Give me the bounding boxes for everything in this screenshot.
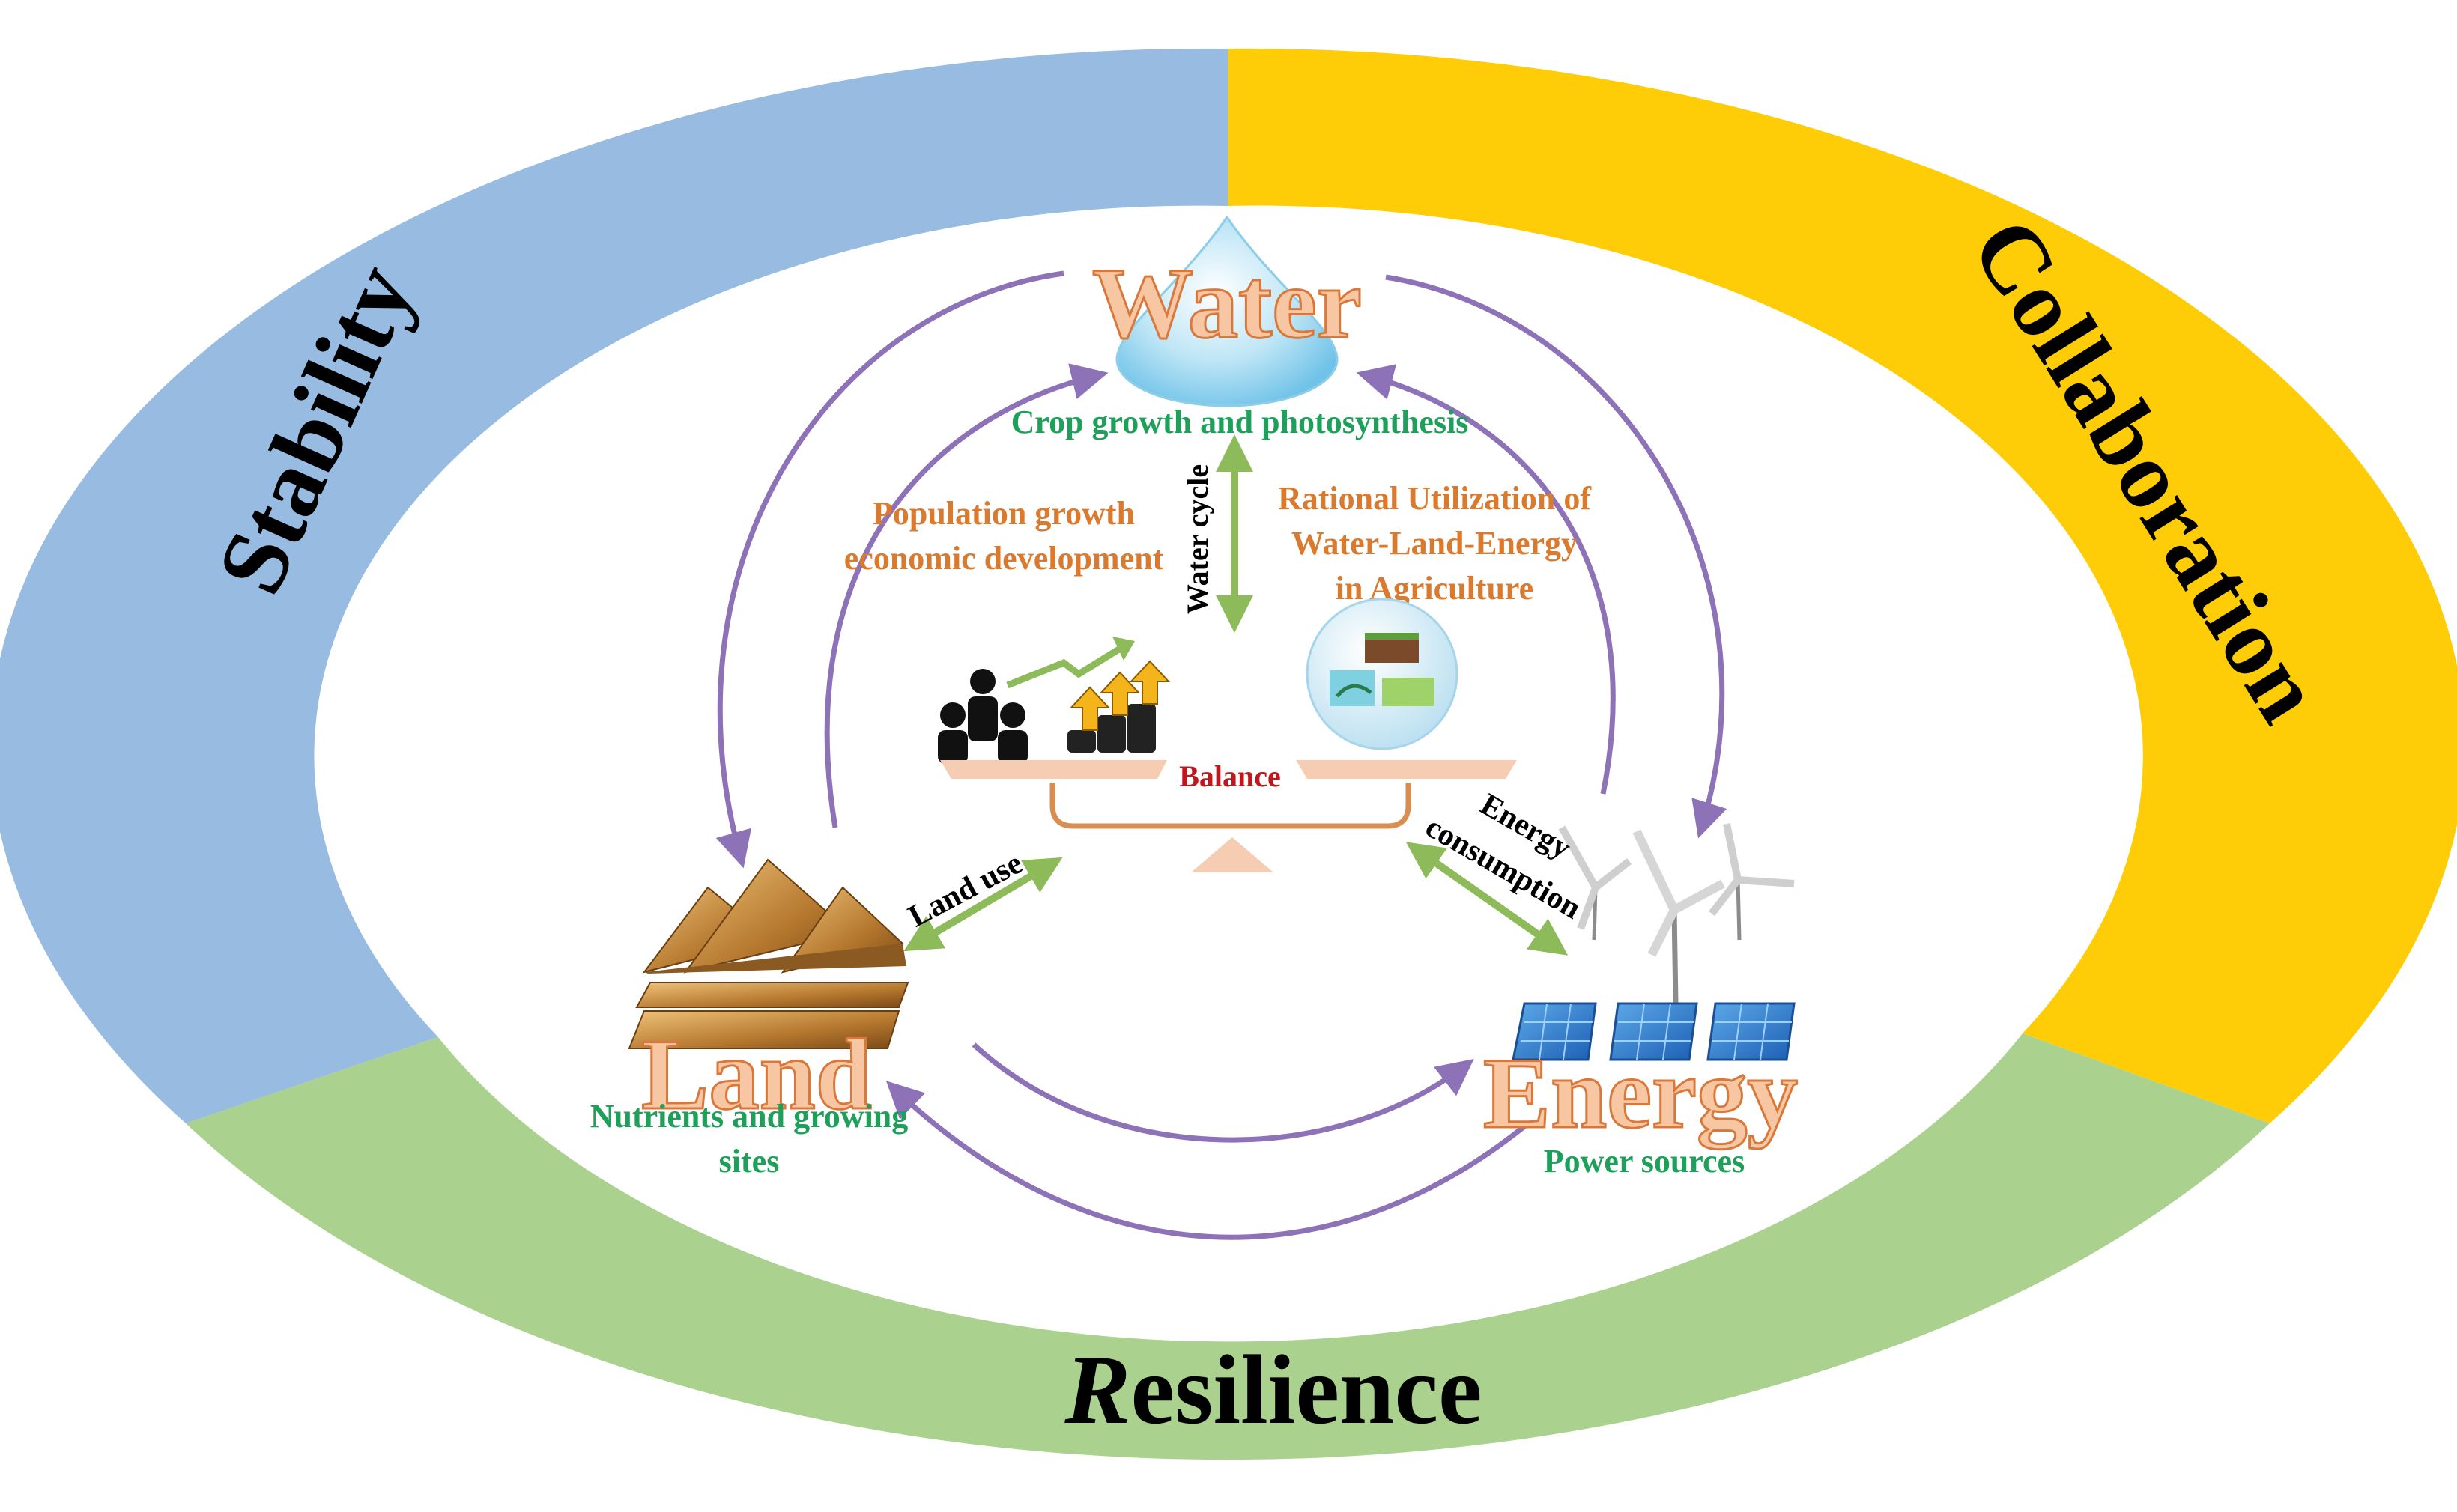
pyramids-icon <box>628 858 909 1049</box>
water-title: Water <box>1092 248 1362 359</box>
growth-trend-icon <box>1006 641 1130 689</box>
population-icon <box>938 669 1028 764</box>
wind-turbines-icon <box>1558 823 1795 1004</box>
arc-land-to-energy <box>972 1042 1474 1143</box>
center-rational: Rational Utilization of Water-Land-Energ… <box>1278 480 1592 607</box>
coins-growth-icon <box>1067 660 1171 753</box>
water-node: Water Crop growth and photosynthesis Wat… <box>1011 215 1469 614</box>
energy-node: Energy consumption Energy Power sources <box>1420 787 1799 1179</box>
rational-line-2: Water-Land-Energy <box>1291 525 1578 562</box>
arc-land-to-water <box>824 363 1109 828</box>
land-role-line-2: sites <box>719 1143 780 1179</box>
arc-energy-to-land <box>885 1081 1530 1240</box>
solar-panels-icon <box>1512 1002 1796 1061</box>
outer-ring <box>0 48 2457 1460</box>
arc-water-to-land <box>715 270 1064 869</box>
link-arrows <box>903 434 1569 956</box>
energy-consumption-arrow <box>1405 842 1569 956</box>
balance-scale: Balance <box>940 759 1517 872</box>
arc-energy-to-water <box>1356 364 1616 795</box>
scale-beam <box>1049 783 1411 829</box>
rational-line-1: Rational Utilization of <box>1278 480 1592 517</box>
energy-role: Power sources <box>1544 1143 1745 1179</box>
resilience-initial: R <box>1064 1335 1130 1445</box>
land-role-line-1: Nutrients and growing <box>590 1098 909 1135</box>
ring-segment-stability <box>0 48 1228 1123</box>
center-pressure: Population growth economic development <box>844 495 1164 577</box>
ring-segment-collaboration <box>1228 48 2457 1123</box>
growth-arrowhead-icon <box>1112 637 1135 661</box>
arc-water-to-energy <box>1385 274 1727 839</box>
pressure-line-1: Population growth <box>873 495 1135 532</box>
land-title: Land <box>641 1019 872 1131</box>
water-cycle-label: Water cycle <box>1181 464 1214 614</box>
land-use-arrow <box>903 857 1063 952</box>
agriculture-globe-icon <box>1306 598 1458 750</box>
land-node: Land use Land Nutrients and growing site… <box>590 846 1028 1179</box>
balance-label: Balance <box>1179 759 1281 793</box>
ring-segment-resilience <box>186 1033 2270 1460</box>
water-drop-icon <box>1115 215 1339 407</box>
right-pan <box>1296 760 1517 779</box>
pressure-line-2: economic development <box>844 540 1164 577</box>
scale-fulcrum <box>1191 837 1273 872</box>
cycle-arcs <box>715 270 1727 1240</box>
resilience-label: Resilience <box>1064 1335 1482 1445</box>
left-pan <box>940 760 1167 779</box>
energy-title: Energy <box>1483 1038 1798 1150</box>
water-role: Crop growth and photosynthesis <box>1011 404 1469 440</box>
resilience-rest: esilience <box>1130 1335 1482 1445</box>
